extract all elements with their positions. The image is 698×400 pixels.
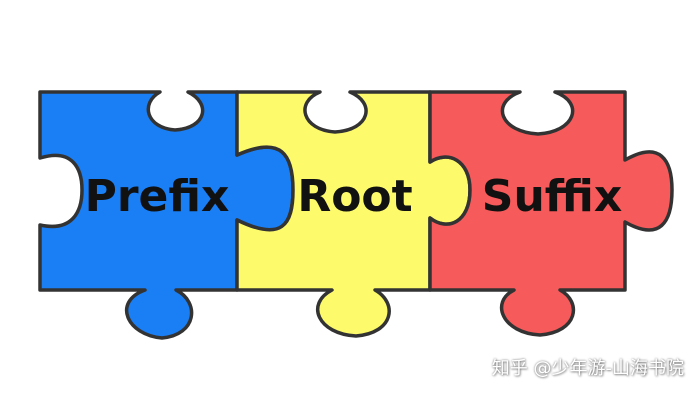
prefix-label: Prefix: [85, 171, 230, 222]
root-label: Root: [297, 171, 412, 222]
suffix-label: Suffix: [482, 171, 622, 222]
watermark-text: 知乎 @少年游-山海书院: [491, 358, 684, 379]
suffix-piece: [428, 90, 674, 337]
root-piece: [235, 90, 472, 338]
